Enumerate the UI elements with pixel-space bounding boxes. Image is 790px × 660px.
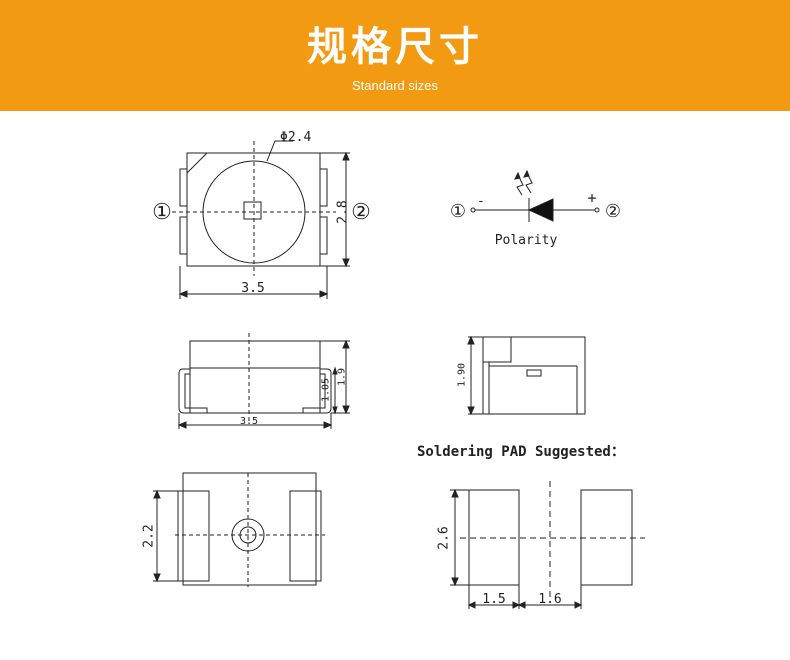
pad-height-label: 2.6 xyxy=(437,526,452,549)
emission-arrow-2 xyxy=(525,172,533,194)
side-height-total-label: 1.9 xyxy=(337,368,348,386)
emission-arrow-1 xyxy=(516,174,524,196)
bottom-view-body xyxy=(182,472,317,586)
pad-gap-label: 1.6 xyxy=(538,592,561,607)
header-banner: 规格尺寸 Standard sizes xyxy=(0,0,790,111)
top-view-body xyxy=(186,152,321,267)
polarity-pin1-label: ① xyxy=(450,201,466,222)
side-view-body xyxy=(189,340,321,414)
side-h-total-arrows xyxy=(342,339,350,415)
side-height-body-label: 1.05 xyxy=(321,378,332,402)
top-view xyxy=(172,140,350,299)
end-view-notch xyxy=(526,369,542,377)
polarity-plus-label: + xyxy=(587,189,596,207)
lead-right xyxy=(302,368,332,414)
end-view xyxy=(467,335,586,416)
diameter-label: Φ2.4 xyxy=(280,130,311,145)
side-view xyxy=(177,333,350,429)
bottom-pad-left xyxy=(177,490,210,582)
pad-w-arrows xyxy=(467,601,583,609)
bottom-height-label: 2.2 xyxy=(142,524,157,547)
end-view-step xyxy=(482,336,512,363)
side-width-label: 3.5 xyxy=(240,416,258,427)
terminal-right-top xyxy=(319,168,328,207)
polarity-pin2-label: ② xyxy=(605,201,621,222)
height-arrows xyxy=(342,151,350,268)
soldering-title: Soldering PAD Suggested： xyxy=(417,444,625,460)
terminal-left-top xyxy=(179,168,188,207)
pad-h-arrows xyxy=(451,488,459,587)
diameter-leader xyxy=(266,140,293,162)
top-pin2-label: ② xyxy=(351,200,371,225)
terminal-right-bottom xyxy=(319,216,328,255)
end-height-label: 1.90 xyxy=(457,363,468,387)
end-view-body xyxy=(482,336,586,415)
bottom-view xyxy=(153,472,325,587)
terminal-dot-left xyxy=(470,207,476,213)
top-width-label: 3.5 xyxy=(241,281,264,296)
top-pin1-label: ① xyxy=(152,200,172,225)
pad-width-label: 1.5 xyxy=(482,592,505,607)
terminal-dot-right xyxy=(594,207,600,213)
side-width-arrows xyxy=(177,421,333,429)
chip-square xyxy=(243,201,262,220)
solder-pad-layout xyxy=(450,481,645,609)
emission-arrowheads xyxy=(514,169,530,180)
bottom-h-arrows xyxy=(153,489,161,583)
terminal-left-bottom xyxy=(179,216,188,255)
lead-left xyxy=(178,368,208,414)
bottom-pad-right xyxy=(289,490,322,582)
polarity-chamfer xyxy=(186,152,208,174)
end-h-arrows xyxy=(467,335,475,416)
banner-title: 规格尺寸 xyxy=(307,24,483,70)
diode-triangle xyxy=(527,198,554,222)
dimension-drawing: Φ2.4 3.5 2.8 ① ② ① ② - + Polarity 3.5 1.… xyxy=(142,130,645,609)
polarity-minus-label: - xyxy=(477,194,485,209)
banner-subtitle: Standard sizes xyxy=(352,78,438,93)
polarity-label: Polarity xyxy=(495,233,558,248)
top-height-label: 2.8 xyxy=(336,200,351,223)
width-arrows xyxy=(178,290,329,298)
side-h-body-arrows xyxy=(332,366,338,415)
solder-pad-left xyxy=(468,489,520,586)
polarity-symbol xyxy=(470,169,600,222)
